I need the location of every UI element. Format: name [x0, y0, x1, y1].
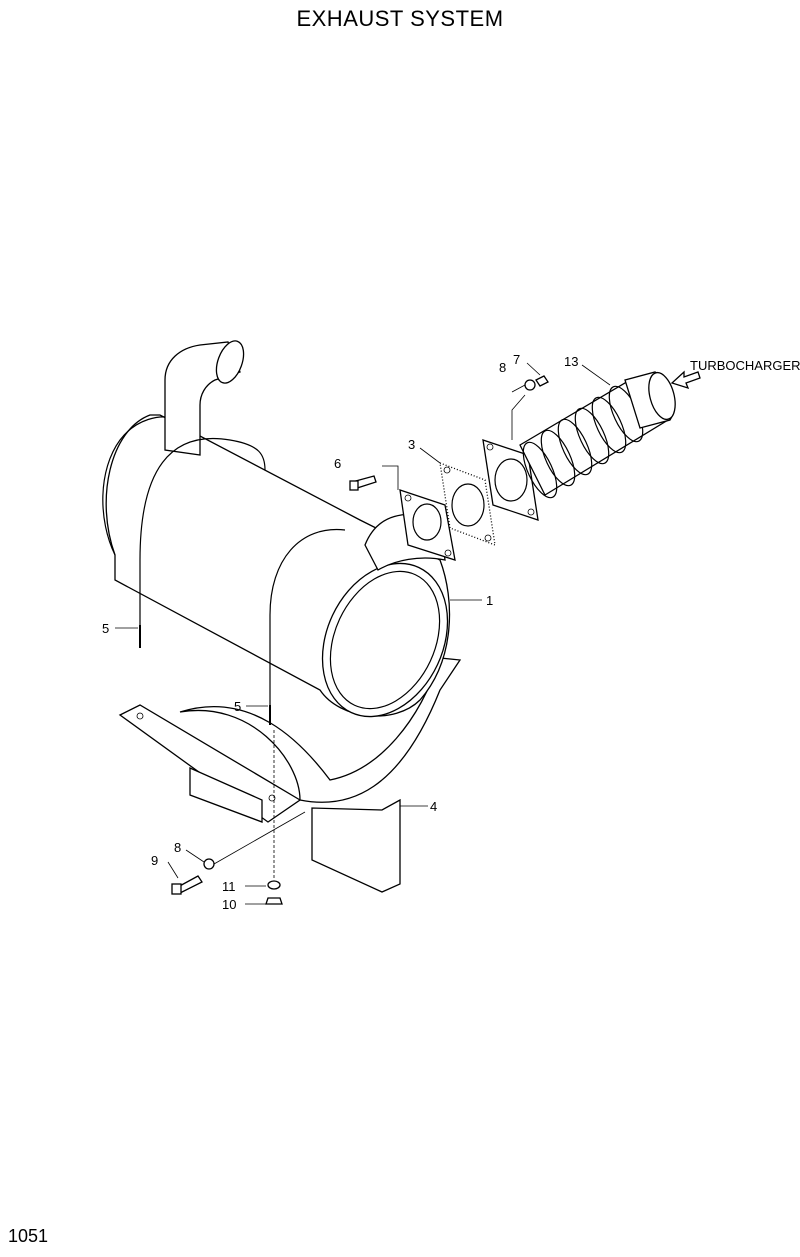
- page-title: EXHAUST SYSTEM: [296, 6, 504, 31]
- callout-1: 1: [486, 593, 493, 608]
- callout-9: 9: [151, 853, 158, 868]
- page-number: 1051: [8, 1226, 49, 1246]
- hardware: [171, 375, 549, 905]
- callout-5-left: 5: [102, 621, 109, 636]
- leader-lines: [115, 362, 611, 905]
- callout-8-upper: 8: [499, 360, 506, 375]
- callout-8-lower: 8: [174, 840, 181, 855]
- callout-10: 10: [222, 897, 236, 912]
- direction-arrow: TURBOCHARGER: [670, 358, 800, 390]
- callout-5-right: 5: [234, 699, 241, 714]
- mounting-bracket: [118, 657, 462, 893]
- callout-3: 3: [408, 437, 415, 452]
- callout-11: 11: [222, 879, 236, 894]
- u-bolt-straps: [139, 438, 346, 725]
- callout-7: 7: [513, 352, 520, 367]
- callout-13: 13: [564, 354, 578, 369]
- callout-6: 6: [334, 456, 341, 471]
- muffler: [102, 340, 451, 718]
- flanges: [399, 439, 539, 561]
- callout-labels: 1 3 4 5 5 6 7 8 8 9 10 11 13: [102, 352, 578, 912]
- bellows-pipe: [519, 371, 676, 499]
- callout-4: 4: [430, 799, 437, 814]
- direction-label: TURBOCHARGER: [690, 358, 800, 373]
